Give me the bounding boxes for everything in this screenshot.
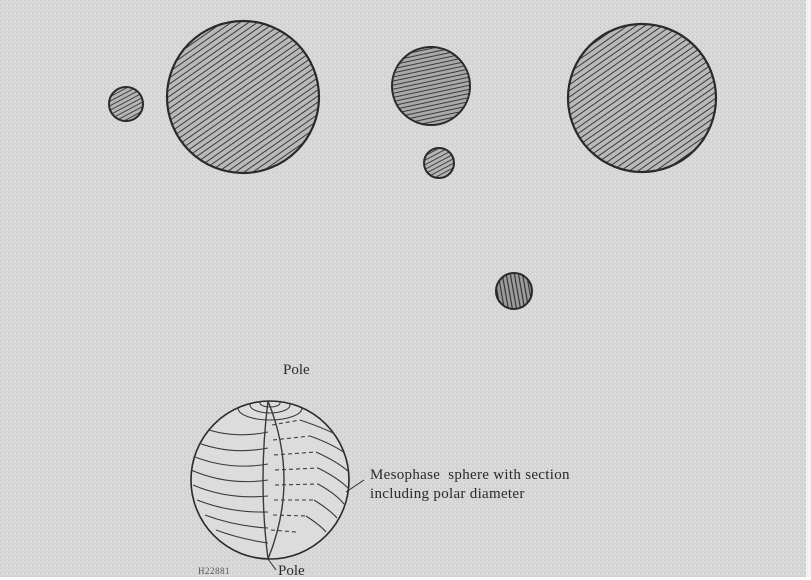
sphere-small-left [109,87,143,121]
sphere-small-lower [496,273,532,309]
caption-line-1: Mesophase sphere with section [370,466,570,485]
sphere-large-left [167,21,319,173]
sphere-small-center [424,148,454,178]
pole-bottom-label: Pole [278,563,305,580]
caption-line-2: including polar diameter [370,485,570,504]
diagram-caption: Mesophase sphere with section including … [370,466,570,504]
sphere-medium-center [392,47,470,125]
pole-top-label: Pole [283,362,310,379]
sphere-large-right [568,24,716,172]
figure-number: H22881 [198,566,230,576]
